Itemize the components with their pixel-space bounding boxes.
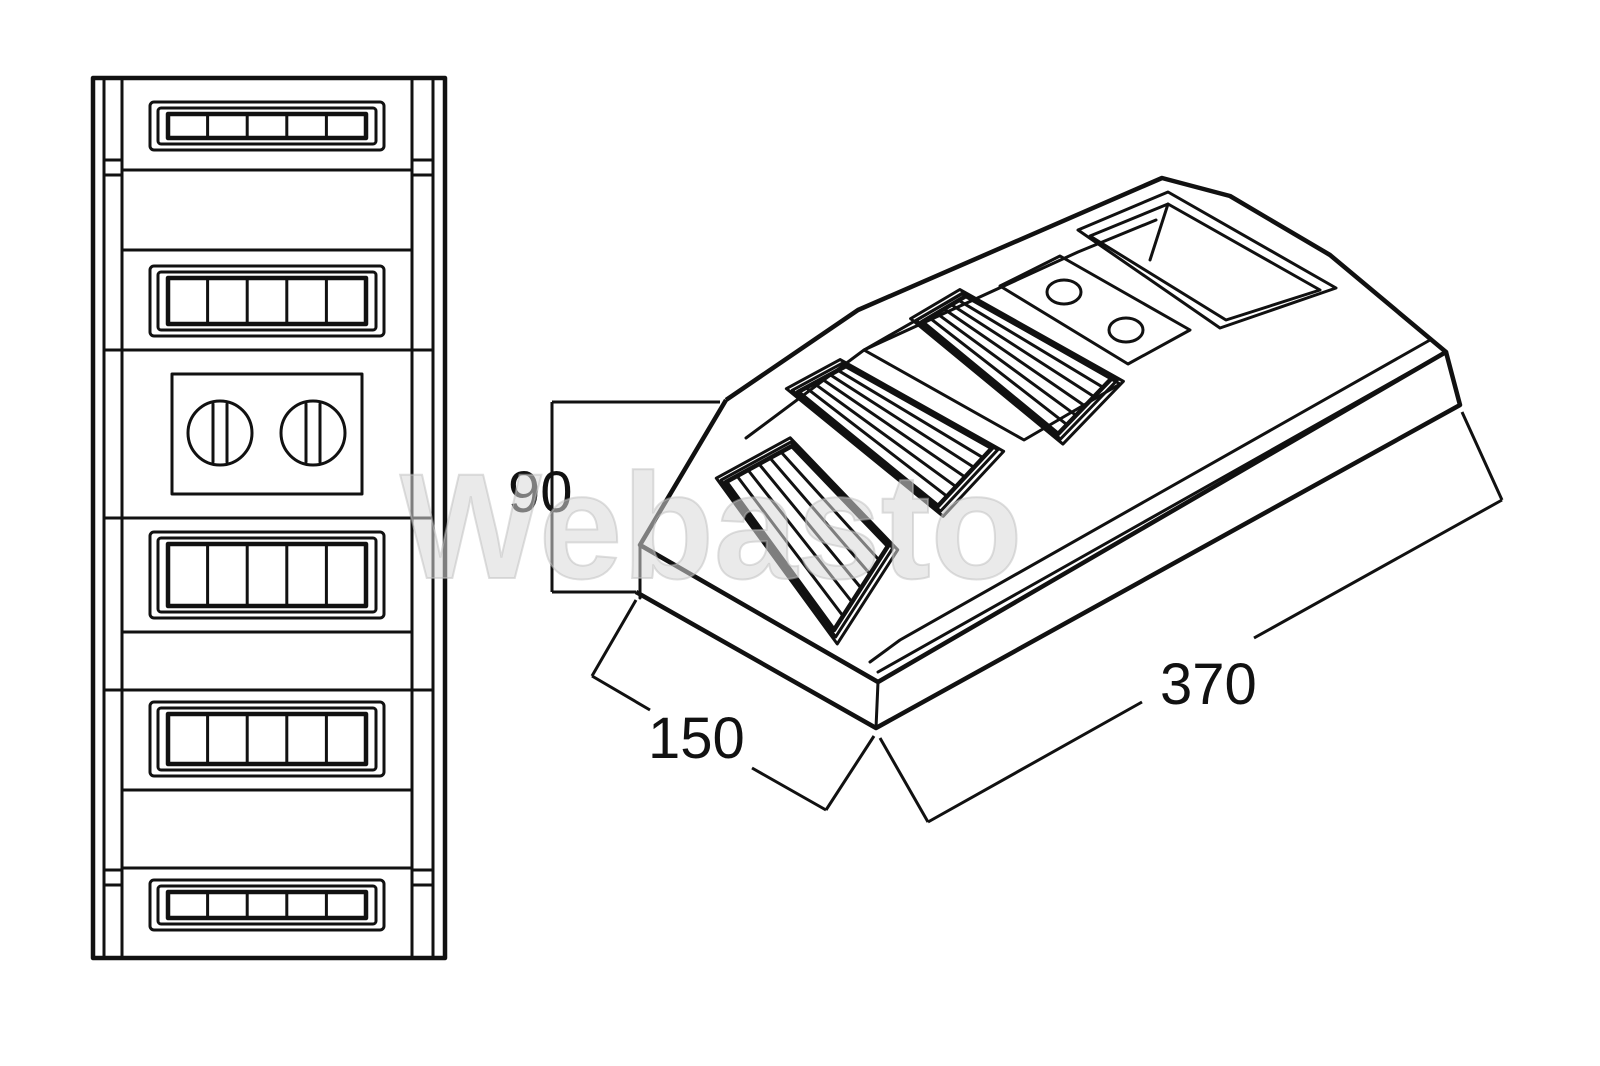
iso-vent-outlet (909, 288, 1125, 446)
iso-vent-slat (836, 368, 985, 460)
front-vent-group (148, 100, 386, 932)
iso-vent-slat (757, 462, 863, 590)
base-front-edge (634, 351, 1463, 731)
control-knob (279, 399, 347, 467)
iso-vent-slat (957, 298, 1105, 389)
iso-vent-slat (820, 377, 967, 479)
iso-vent-slat (942, 307, 1087, 408)
console-top-outline (637, 175, 1449, 685)
iso-vent-slat (779, 450, 881, 562)
vent-outlet (148, 878, 386, 932)
dimension-label-length: 370 (1160, 652, 1257, 717)
front-view (90, 75, 448, 961)
iso-control-knob (1045, 278, 1083, 306)
storage-tray (1076, 190, 1338, 330)
vent-outlet (148, 264, 386, 338)
control-panel (170, 372, 364, 496)
dimension-label-height: 90 (508, 460, 573, 525)
iso-vent-slat (812, 381, 958, 489)
vent-outlet (148, 700, 386, 778)
iso-vent-slat (949, 303, 1096, 399)
watermark-logo-text: Webasto (400, 442, 1022, 610)
iso-vent-outlet (784, 358, 1006, 518)
vent-outlet (148, 530, 386, 620)
isometric-view: 90 150 370 (508, 175, 1504, 824)
vent-outlet (148, 100, 386, 152)
iso-vent-slat (768, 456, 872, 576)
dimension-length: 370 (878, 411, 1504, 824)
iso-vent-slat (828, 373, 976, 469)
iso-vent-group (714, 288, 1125, 646)
iso-vent-outlet (714, 436, 900, 646)
dimension-height: 90 (508, 400, 720, 594)
iso-control-panel (998, 254, 1192, 366)
iso-vent-slat (804, 386, 949, 498)
front-housing-outline (90, 75, 448, 961)
iso-control-knob (1107, 316, 1145, 344)
dimension-label-depth: 150 (648, 706, 745, 771)
iso-vent-slat (927, 316, 1069, 427)
iso-vent-slat (935, 311, 1078, 417)
dimension-depth: 150 (590, 599, 876, 812)
iso-vent-slat (746, 468, 854, 604)
iso-vent-slat (735, 474, 845, 618)
control-knob (186, 399, 254, 467)
